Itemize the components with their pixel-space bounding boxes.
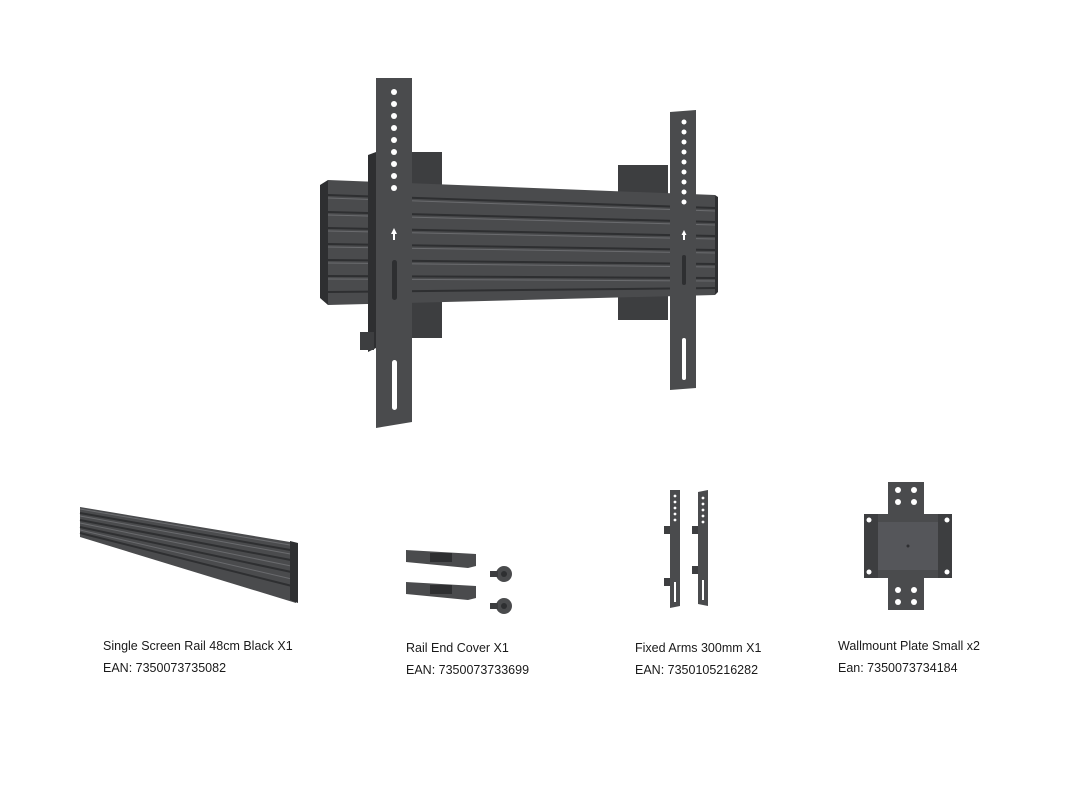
part-name: Wallmount Plate Small x2 [838, 639, 980, 653]
part-ean: EAN: 7350073733699 [406, 663, 530, 677]
rail-illustration [79, 507, 298, 603]
end-cover-illustration [406, 550, 512, 614]
part-name: Fixed Arms 300mm X1 [635, 641, 762, 655]
fixed-arms-illustration [664, 490, 708, 608]
part-caption-end-cover: Rail End Cover X1 EAN: 7350073733699 [406, 640, 529, 678]
part-name: Single Screen Rail 48cm Black X1 [103, 639, 293, 653]
part-ean: EAN: 7350073735082 [103, 661, 227, 675]
assembled-mount-illustration [320, 78, 718, 428]
wallmount-plate-illustration [864, 482, 952, 610]
part-ean: Ean: 7350073734184 [838, 661, 958, 675]
part-caption-wallmount-plate: Wallmount Plate Small x2 Ean: 7350073734… [838, 638, 980, 676]
part-caption-rail: Single Screen Rail 48cm Black X1 EAN: 73… [103, 638, 293, 676]
part-caption-fixed-arms: Fixed Arms 300mm X1 EAN: 7350105216282 [635, 640, 761, 678]
part-name: Rail End Cover X1 [406, 641, 509, 655]
part-ean: EAN: 7350105216282 [635, 663, 759, 677]
